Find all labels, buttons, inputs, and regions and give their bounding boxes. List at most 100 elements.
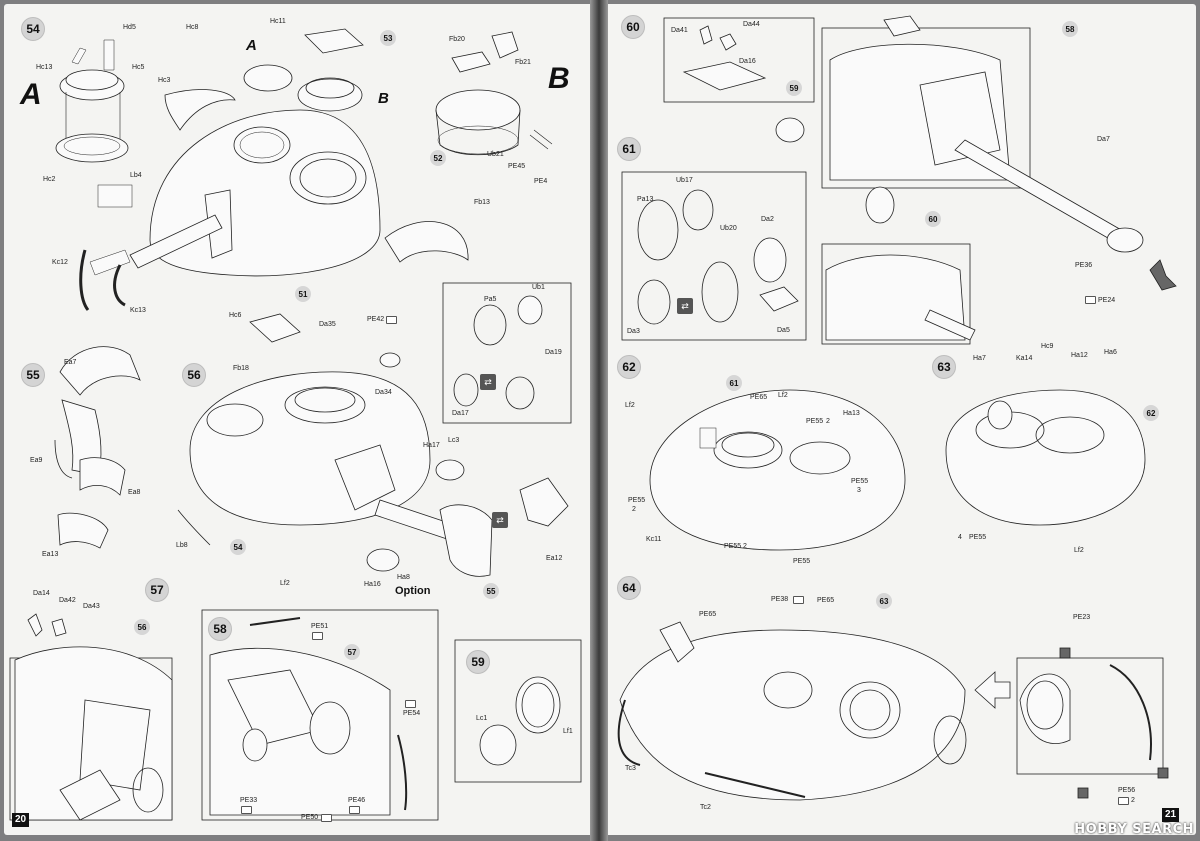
callout-59: 59 — [786, 80, 802, 96]
part-label: Hc13 — [36, 64, 53, 71]
step-number-55: 55 — [21, 363, 45, 387]
photo-etch-icon — [321, 814, 332, 822]
part-label: Ha16 — [364, 581, 381, 588]
part-label: Hd5 — [123, 24, 136, 31]
part-label: Ub1 — [532, 284, 545, 291]
qty-label: 3 — [857, 487, 861, 494]
part-label: PE23 — [1073, 614, 1091, 621]
part-label: Da7 — [1097, 136, 1110, 143]
part-label: Ha13 — [843, 410, 860, 417]
part-label: Kc13 — [130, 307, 146, 314]
part-label: PE42 — [367, 316, 385, 323]
part-label: Da16 — [739, 58, 756, 65]
qty-label: 2 — [1131, 797, 1135, 804]
part-label: Ha7 — [973, 355, 986, 362]
page-number-right: 21 — [1162, 808, 1180, 822]
part-label: Fb21 — [515, 59, 531, 66]
part-label: Hc8 — [186, 24, 199, 31]
part-label: Ka14 — [1016, 355, 1033, 362]
part-label: Ea13 — [42, 551, 59, 558]
part-label: Kc11 — [646, 536, 662, 543]
part-label: Fb20 — [449, 36, 465, 43]
part-label: Da17 — [452, 410, 469, 417]
assembly-letter-a: A — [20, 78, 42, 111]
part-label: Da14 — [33, 590, 50, 597]
part-label: PE55 — [793, 558, 811, 565]
part-label: Pa13 — [637, 196, 654, 203]
watermark-logo: HOBBY SEARCH — [1074, 822, 1194, 837]
part-label: PE65 — [817, 597, 835, 604]
part-label: Tc2 — [700, 804, 711, 811]
swap-option-icon: ⇄ — [677, 298, 693, 314]
part-label: Lc3 — [448, 437, 460, 444]
part-label: PE55 — [851, 478, 869, 485]
callout-51: 51 — [295, 286, 311, 302]
part-label: PE24 — [1098, 297, 1116, 304]
photo-etch-icon — [1118, 797, 1129, 805]
part-label: Lc1 — [476, 715, 488, 722]
part-label: Lf1 — [563, 728, 573, 735]
step-number-64: 64 — [617, 576, 641, 600]
part-label: Hc9 — [1041, 343, 1054, 350]
callout-61: 61 — [726, 375, 742, 391]
photo-etch-icon — [386, 316, 397, 324]
part-label: Hc11 — [270, 18, 286, 25]
option-label: Option — [395, 585, 431, 597]
photo-etch-icon — [1085, 296, 1096, 304]
part-label: PE55 — [969, 534, 987, 541]
callout-63: 63 — [876, 593, 892, 609]
part-label: Ub17 — [676, 177, 693, 184]
part-label: Ha17 — [423, 442, 440, 449]
step-number-59: 59 — [466, 650, 490, 674]
part-label: Da35 — [319, 321, 336, 328]
part-label: Lb4 — [130, 172, 142, 179]
part-label: Kc12 — [52, 259, 68, 266]
callout-55: 55 — [483, 583, 499, 599]
qty-label: 4 — [958, 534, 962, 541]
callout-53: 53 — [380, 30, 396, 46]
part-label: Da44 — [743, 21, 760, 28]
page-number-left: 20 — [12, 813, 30, 827]
photo-etch-icon — [793, 596, 804, 604]
sub-letter-b: B — [378, 90, 389, 107]
part-label: Lf2 — [280, 580, 290, 587]
part-label: PE45 — [508, 163, 526, 170]
qty-label: 2 — [743, 543, 747, 550]
step-number-62: 62 — [617, 355, 641, 379]
part-label: Da43 — [83, 603, 100, 610]
part-label: Ub20 — [720, 225, 737, 232]
part-label: Fb18 — [233, 365, 249, 372]
book-gutter — [590, 0, 608, 841]
step-number-60: 60 — [621, 15, 645, 39]
callout-52: 52 — [430, 150, 446, 166]
callout-57: 57 — [344, 644, 360, 660]
part-label: Lf2 — [1074, 547, 1084, 554]
step-number-54: 54 — [21, 17, 45, 41]
part-label: Hc5 — [132, 64, 145, 71]
photo-etch-icon — [241, 806, 252, 814]
part-label: Ea12 — [546, 555, 563, 562]
part-label: Pa5 — [484, 296, 497, 303]
part-label: Fb13 — [474, 199, 490, 206]
part-label: Da3 — [627, 328, 640, 335]
part-label: Lf2 — [778, 392, 788, 399]
part-label: Da41 — [671, 27, 688, 34]
part-label: Ea7 — [64, 359, 77, 366]
qty-label: 2 — [826, 418, 830, 425]
photo-etch-icon — [312, 632, 323, 640]
callout-56: 56 — [134, 619, 150, 635]
swap-option-icon: ⇄ — [480, 374, 496, 390]
callout-62: 62 — [1143, 405, 1159, 421]
photo-etch-icon — [405, 700, 416, 708]
part-label: Ub21 — [487, 151, 504, 158]
part-label: Ha8 — [397, 574, 410, 581]
part-label: Ea8 — [128, 489, 141, 496]
sub-letter-a: A — [246, 37, 257, 54]
part-label: PE36 — [1075, 262, 1093, 269]
part-label: PE33 — [240, 797, 258, 804]
callout-60: 60 — [925, 211, 941, 227]
part-label: Lf2 — [625, 402, 635, 409]
turret-body-54 — [89, 109, 381, 277]
